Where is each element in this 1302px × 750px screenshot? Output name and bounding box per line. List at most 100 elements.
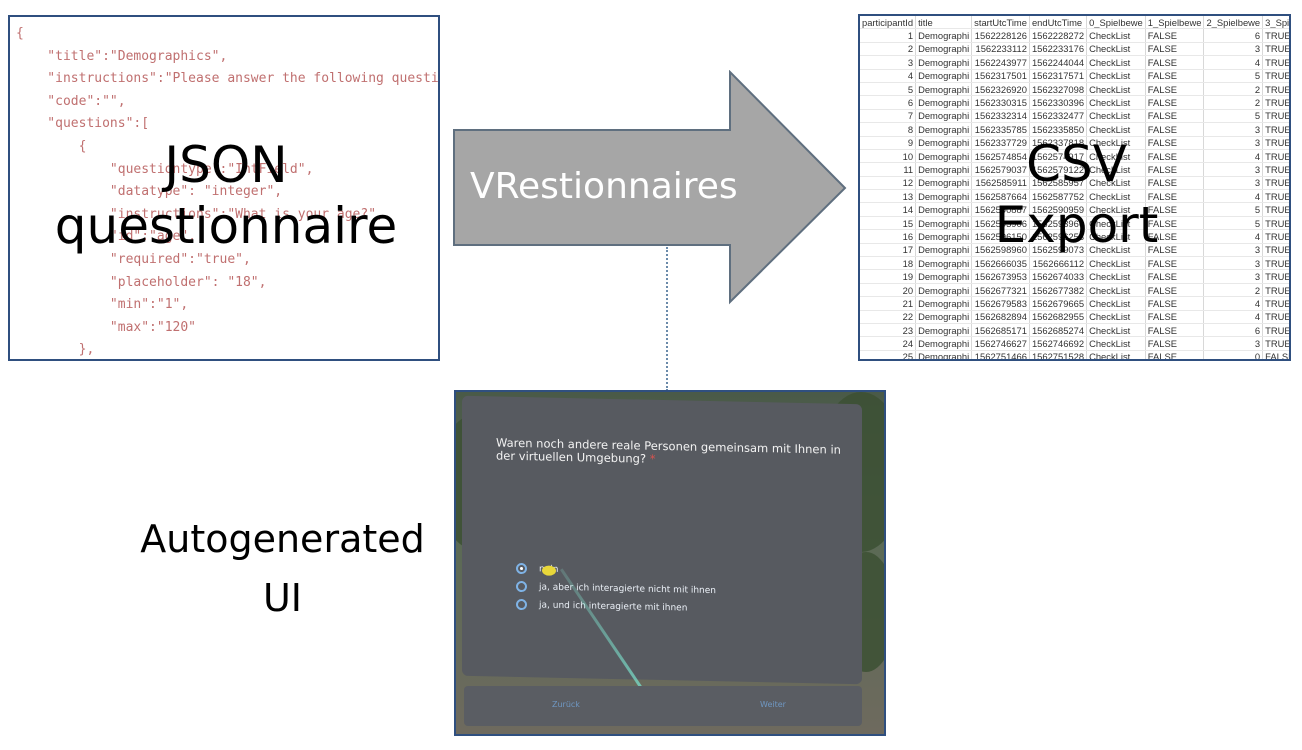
csv-cell: 1562590887 bbox=[971, 202, 1030, 217]
csv-cell: TRUE bbox=[1262, 42, 1289, 57]
csv-cell: 1562666112 bbox=[1029, 256, 1088, 271]
csv-cell: Demographi bbox=[915, 28, 973, 43]
csv-cell: FALSE bbox=[1145, 310, 1205, 324]
csv-cell: FALSE bbox=[1145, 350, 1205, 359]
csv-cell: TRUE bbox=[1262, 82, 1289, 97]
csv-cell: FALSE bbox=[1145, 296, 1205, 311]
csv-cell: TRUE bbox=[1262, 256, 1289, 271]
csv-cell: CheckList bbox=[1086, 189, 1146, 204]
json-code-line: "instructions":"What is your age?", bbox=[16, 206, 384, 222]
csv-cell: Demographi bbox=[915, 176, 973, 191]
next-button[interactable]: Weiter bbox=[760, 700, 786, 709]
csv-cell: CheckList bbox=[1086, 243, 1146, 258]
csv-cell: 3 bbox=[1203, 336, 1264, 351]
csv-cell: 12 bbox=[860, 176, 917, 191]
csv-header-cell: 1_Spielbewe bbox=[1145, 16, 1205, 30]
vr-ui-screenshot: Waren noch andere reale Personen gemeins… bbox=[454, 390, 886, 736]
json-code-line: "questiontype":"IntField", bbox=[16, 161, 314, 177]
arrow-shape bbox=[453, 70, 847, 305]
csv-cell: Demographi bbox=[915, 283, 973, 298]
csv-cell: FALSE bbox=[1145, 243, 1205, 258]
csv-cell: Demographi bbox=[915, 149, 973, 164]
csv-cell: 4 bbox=[1203, 229, 1264, 244]
csv-cell: 25 bbox=[860, 350, 917, 359]
csv-cell: 10 bbox=[860, 149, 917, 164]
csv-cell: Demographi bbox=[915, 323, 973, 338]
json-code-line: "id":"age", bbox=[16, 229, 197, 245]
csv-cell: 19 bbox=[860, 269, 917, 284]
csv-cell: 6 bbox=[1203, 28, 1264, 43]
vr-option-ja-interagierte[interactable]: ja, und ich interagierte mit ihnen bbox=[516, 598, 687, 614]
csv-cell: 8 bbox=[860, 122, 917, 137]
json-code-line: "instructions":"Please answer the follow… bbox=[16, 71, 440, 87]
csv-cell: 1562685171 bbox=[971, 323, 1030, 338]
csv-cell: FALSE bbox=[1145, 176, 1205, 191]
csv-cell: 3 bbox=[1203, 162, 1264, 177]
csv-cell: CheckList bbox=[1086, 256, 1146, 271]
csv-cell: 4 bbox=[1203, 189, 1264, 204]
csv-cell: 1562599073 bbox=[1029, 243, 1088, 258]
csv-cell: 1562574854 bbox=[971, 149, 1030, 164]
csv-cell: 5 bbox=[1203, 69, 1264, 83]
csv-cell: FALSE bbox=[1145, 69, 1205, 83]
csv-cell: 6 bbox=[1203, 323, 1264, 338]
csv-cell: FALSE bbox=[1145, 269, 1205, 284]
csv-cell: CheckList bbox=[1086, 336, 1146, 351]
csv-cell: CheckList bbox=[1086, 310, 1146, 324]
radio-button[interactable] bbox=[516, 580, 527, 593]
csv-cell: TRUE bbox=[1262, 243, 1289, 258]
csv-cell: Demographi bbox=[915, 310, 973, 324]
csv-cell: TRUE bbox=[1262, 310, 1289, 324]
csv-cell: 3 bbox=[1203, 136, 1264, 150]
csv-cell: Demographi bbox=[915, 350, 973, 359]
csv-cell: CheckList bbox=[1086, 95, 1146, 110]
csv-cell: 1562244044 bbox=[1029, 55, 1088, 70]
csv-header-cell: startUtcTime bbox=[971, 16, 1030, 30]
back-button[interactable]: Zurück bbox=[552, 700, 580, 709]
csv-cell: TRUE bbox=[1262, 162, 1289, 177]
csv-cell: 1562746627 bbox=[971, 336, 1030, 351]
csv-cell: 1 bbox=[860, 28, 917, 43]
csv-cell: CheckList bbox=[1086, 283, 1146, 298]
csv-cell: 6 bbox=[860, 95, 917, 110]
vr-option-ja-nicht[interactable]: ja, aber ich interagierte nicht mit ihne… bbox=[516, 580, 716, 596]
radio-button[interactable] bbox=[516, 598, 527, 611]
csv-cell: TRUE bbox=[1262, 216, 1289, 231]
json-code-line: { bbox=[16, 26, 24, 41]
csv-cell: CheckList bbox=[1086, 82, 1146, 97]
csv-cell: FALSE bbox=[1145, 189, 1205, 204]
csv-cell: Demographi bbox=[915, 122, 973, 137]
json-questionnaire-label: JSON questionnaire bbox=[10, 135, 438, 257]
csv-cell: 24 bbox=[860, 336, 917, 351]
radio-button[interactable] bbox=[516, 562, 527, 575]
csv-cell: 22 bbox=[860, 310, 917, 324]
csv-cell: 1562666035 bbox=[971, 256, 1030, 271]
csv-cell: FALSE bbox=[1145, 202, 1205, 217]
csv-cell: 1562326920 bbox=[971, 82, 1030, 97]
csv-cell: Demographi bbox=[915, 42, 973, 57]
csv-cell: TRUE bbox=[1262, 323, 1289, 338]
csv-cell: FALSE bbox=[1145, 55, 1205, 70]
json-label-line1: JSON bbox=[164, 136, 288, 194]
csv-cell: FALSE bbox=[1262, 350, 1289, 359]
csv-cell: 1562593906 bbox=[971, 216, 1030, 231]
csv-cell: 3 bbox=[1203, 256, 1264, 271]
csv-cell: 2 bbox=[860, 42, 917, 57]
csv-cell: 1562327098 bbox=[1029, 82, 1088, 97]
csv-cell: 1562579037 bbox=[971, 162, 1030, 177]
process-arrow bbox=[453, 70, 847, 305]
csv-cell: Demographi bbox=[915, 82, 973, 97]
csv-cell: FALSE bbox=[1145, 323, 1205, 338]
dotted-connector bbox=[666, 247, 668, 391]
csv-cell: CheckList bbox=[1086, 149, 1146, 164]
csv-cell: 4 bbox=[1203, 149, 1264, 164]
csv-header-cell: 2_Spielbewe bbox=[1203, 16, 1264, 30]
